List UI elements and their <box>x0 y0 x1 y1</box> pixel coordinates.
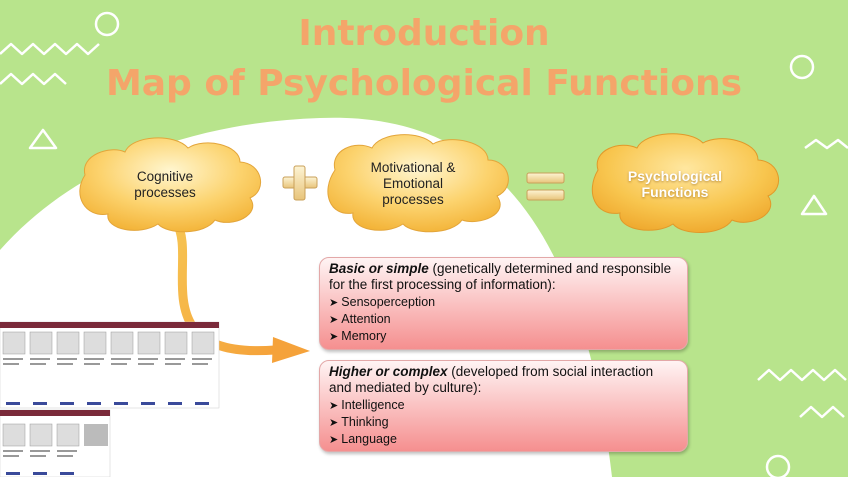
basic-functions-box: Basic or simple (genetically determined … <box>319 257 688 350</box>
cloud-result-label: Psychological Functions <box>605 168 745 200</box>
cloud-cognitive-label: Cognitive processes <box>105 169 225 201</box>
basic-heading: Basic or simple <box>329 261 429 276</box>
equals-operator <box>526 172 565 201</box>
higher-item-language: Language <box>329 431 678 448</box>
cloud-motivational-line-1: Motivational & <box>370 160 456 175</box>
decorative-shapes <box>0 11 848 477</box>
cloud-cognitive-line-2: processes <box>134 185 196 200</box>
cloud-motivational-line-3: processes <box>382 192 444 207</box>
title-line-1: Introduction <box>298 13 550 54</box>
basic-item-memory: Memory <box>329 328 678 345</box>
higher-list: Intelligence Thinking Language <box>329 397 678 448</box>
higher-item-thinking: Thinking <box>329 414 678 431</box>
higher-heading-line: Higher or complex (developed from social… <box>329 364 678 396</box>
title-line-2: Map of Psychological Functions <box>105 63 743 104</box>
cloud-result <box>591 133 779 234</box>
cloud-result-line-2: Functions <box>641 184 709 200</box>
plus-operator <box>282 165 318 201</box>
higher-item-intelligence: Intelligence <box>329 397 678 414</box>
higher-description: (developed from social interaction and m… <box>329 364 654 395</box>
cloud-result-line-1: Psychological <box>627 168 723 184</box>
cloud-cognitive-line-1: Cognitive <box>136 169 194 184</box>
basic-description: (genetically determined and responsible … <box>329 261 672 292</box>
basic-item-sensoperception: Sensoperception <box>329 294 678 311</box>
cloud-motivational <box>327 134 509 233</box>
higher-functions-box: Higher or complex (developed from social… <box>319 360 688 452</box>
basic-list: Sensoperception Attention Memory <box>329 294 678 345</box>
basic-item-attention: Attention <box>329 311 678 328</box>
curved-arrow <box>171 217 310 363</box>
higher-heading: Higher or complex <box>329 364 448 379</box>
slide-thumbnails <box>0 321 220 477</box>
cloud-cognitive <box>79 137 261 233</box>
basic-heading-line: Basic or simple (genetically determined … <box>329 261 678 293</box>
cloud-motivational-label: Motivational & Emotional processes <box>353 160 473 208</box>
cloud-motivational-line-2: Emotional <box>382 176 444 191</box>
